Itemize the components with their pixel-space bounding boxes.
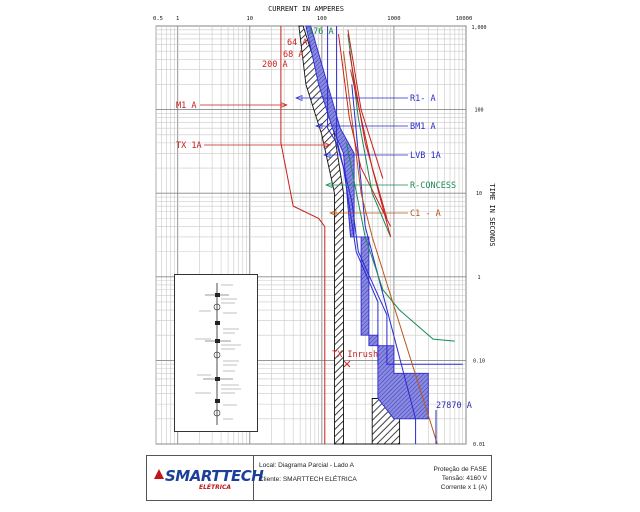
local-label: Local: Diagrama Parcial - Lado A bbox=[259, 462, 355, 469]
curve-r-concess bbox=[346, 142, 455, 342]
chart-curves bbox=[280, 26, 463, 445]
x-tick-label: 0.5 bbox=[153, 16, 163, 22]
chart-axes: CURRENT IN AMPERES 0.5 1 10 100 1000 10000 1,00… bbox=[153, 5, 496, 448]
label-68-a: 68 A bbox=[283, 50, 303, 60]
x-tick-label: 1 bbox=[176, 16, 179, 22]
label-r1-a-arrowhead bbox=[295, 94, 303, 102]
label-m1-a-arrowhead bbox=[280, 101, 288, 109]
y-tick-label: 0.01 bbox=[473, 442, 485, 448]
x-tick-label: 1000 bbox=[387, 16, 400, 22]
curve-m1-a bbox=[280, 26, 326, 444]
curve-200-a bbox=[347, 29, 384, 179]
curve-68-a bbox=[348, 51, 388, 219]
current-multiplier-label: Corrente x 1 (A) bbox=[440, 484, 487, 491]
x-axis-title: CURRENT IN AMPERES bbox=[268, 5, 344, 13]
label-200-a: 200 A bbox=[262, 60, 288, 70]
client-label: Cliente: SMARTTECH ELÉTRICA bbox=[259, 476, 357, 483]
y-tick-label: 1 bbox=[477, 275, 480, 281]
single-line-diagram bbox=[174, 274, 258, 432]
label-lvb-1a: LVB 1A bbox=[410, 151, 441, 161]
curve-c1---a bbox=[343, 51, 438, 445]
label-tx-1a-arrowhead bbox=[323, 141, 331, 149]
logo-brand: SMARTTECH bbox=[165, 467, 264, 485]
label-tx-inrush: TX Inrush bbox=[332, 350, 378, 360]
label-m1-a: M1 A bbox=[176, 101, 196, 111]
protection-label: Proteção de FASE bbox=[433, 466, 487, 473]
label-27870-a: 27870 A bbox=[436, 401, 472, 411]
label-c1-a: C1 - A bbox=[410, 209, 441, 219]
y-tick-label: 0.10 bbox=[473, 358, 485, 364]
y-tick-label: 10 bbox=[476, 191, 482, 197]
logo-mark-icon bbox=[154, 469, 164, 479]
label-bm1-a: BM1 A bbox=[410, 122, 436, 132]
title-block: SMARTTECH ELÉTRICA Local: Diagrama Parci… bbox=[146, 455, 492, 501]
x-tick-label: 100 bbox=[317, 16, 327, 22]
label-tx-1a: TX 1A bbox=[176, 141, 202, 151]
y-tick-label: 1,000 bbox=[471, 25, 486, 31]
curve-bm1-a bbox=[327, 26, 379, 365]
curve-tx-1a bbox=[338, 34, 392, 227]
label-lvb-1a-arrowhead bbox=[323, 151, 331, 159]
label-c1-a-arrowhead bbox=[329, 209, 337, 217]
label-r-concess: R-CONCESS bbox=[410, 181, 456, 191]
label-bm1-a-arrowhead bbox=[315, 122, 323, 130]
y-axis-title: TIME IN SECONDS bbox=[488, 183, 496, 246]
chart-labels: M1 A TX 1A R1- A BM1 A LVB 1A R-CONCESS C1 - A… bbox=[176, 27, 472, 444]
x-tick-label: 10 bbox=[246, 16, 253, 22]
tx-inrush-marker bbox=[343, 360, 351, 368]
label-176-a: 176 A bbox=[308, 27, 334, 37]
voltage-label: Tensão: 4160 V bbox=[441, 475, 487, 482]
label-64-a: 64 A bbox=[287, 38, 307, 48]
x-tick-label: 10000 bbox=[456, 16, 473, 22]
label-r1-a: R1- A bbox=[410, 94, 436, 104]
single-line-diagram-drawing bbox=[195, 283, 241, 425]
label-r-concess-arrowhead bbox=[325, 181, 333, 189]
company-logo: SMARTTECH ELÉTRICA bbox=[147, 456, 264, 500]
curve-r1--a bbox=[336, 26, 463, 365]
y-tick-label: 100 bbox=[474, 108, 483, 114]
logo-brand-sub: ELÉTRICA bbox=[199, 484, 232, 491]
